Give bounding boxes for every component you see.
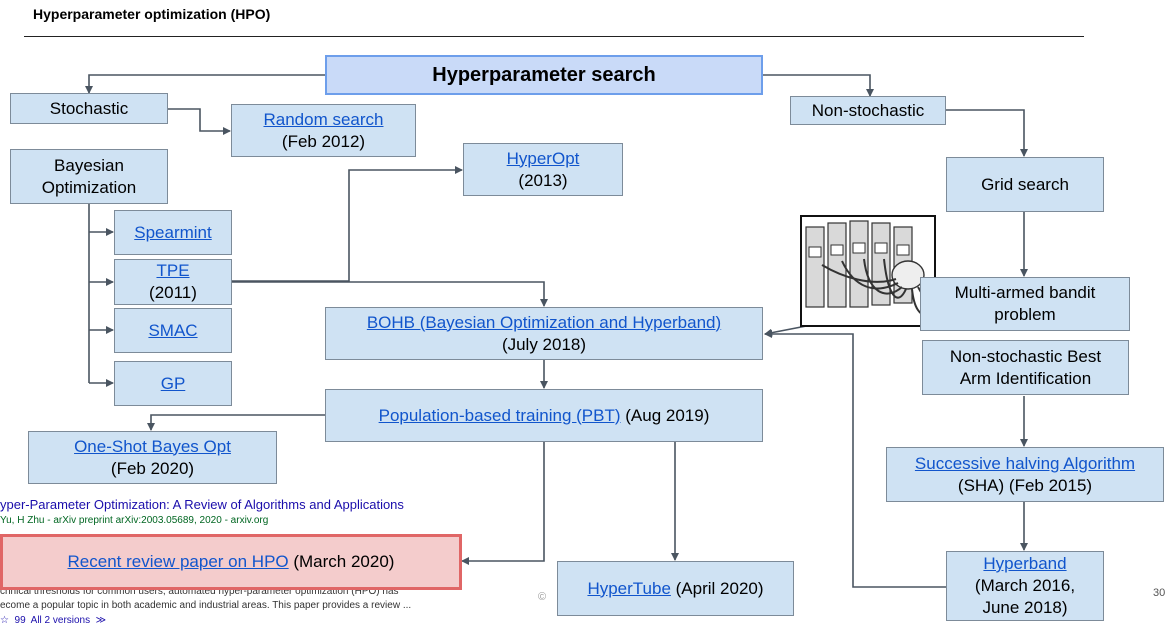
spearmint-box: Spearmint xyxy=(114,210,232,255)
arrow-pbt-to-review xyxy=(461,442,545,565)
pbt-link[interactable]: Population-based training (PBT) xyxy=(378,405,621,425)
best-arm-identification-box: Non-stochastic Best Arm Identification xyxy=(922,340,1129,395)
one-shot-link[interactable]: One-Shot Bayes Opt xyxy=(74,436,231,456)
non-stochastic-label: Non-stochastic xyxy=(811,100,925,120)
grid-search-label: Grid search xyxy=(981,174,1069,194)
grid-search-box: Grid search xyxy=(946,157,1104,212)
hyperparameter-search-box: Hyperparameter search xyxy=(325,55,763,95)
gp-link[interactable]: GP xyxy=(160,373,186,393)
bohb-box: BOHB (Bayesian Optimization and Hyperban… xyxy=(325,307,763,360)
bayesian-optimization-line2: Optimization xyxy=(41,177,137,197)
one-shot-date: (Feb 2020) xyxy=(110,458,195,478)
hyperopt-box: HyperOpt (2013) xyxy=(463,143,623,196)
smac-box: SMAC xyxy=(114,308,232,353)
hyperband-line2: (March 2016, xyxy=(974,576,1076,595)
best-arm-line1: Non-stochastic Best xyxy=(949,346,1102,366)
arrow-stochastic-to-random xyxy=(168,108,231,135)
multi-armed-bandit-line2: problem xyxy=(994,305,1056,324)
bayesian-optimization-box: Bayesian Optimization xyxy=(10,149,168,204)
tpe-box: TPE (2011) xyxy=(114,259,232,305)
title-divider xyxy=(24,36,1084,37)
arrow-tpe-to-hyperopt xyxy=(232,166,463,282)
octopus-cartoon-image xyxy=(800,215,936,327)
copyright-mark: © xyxy=(538,591,547,603)
spearmint-link[interactable]: Spearmint xyxy=(134,222,212,242)
hyperband-link[interactable]: Hyperband xyxy=(983,554,1067,573)
bohb-link[interactable]: BOHB (Bayesian Optimization and Hyperban… xyxy=(366,312,722,332)
hypertube-box: HyperTube (April 2020) xyxy=(557,561,794,616)
arrow-hyperband-to-bohb xyxy=(764,330,946,588)
hyperopt-date: (2013) xyxy=(518,170,568,190)
stochastic-box: Stochastic xyxy=(10,93,168,124)
hypertube-link[interactable]: HyperTube xyxy=(587,578,671,598)
hyperparameter-search-label: Hyperparameter search xyxy=(432,64,656,86)
pbt-box: Population-based training (PBT) (Aug 201… xyxy=(325,389,763,442)
hyperopt-link[interactable]: HyperOpt xyxy=(506,148,580,168)
review-paper-box: Recent review paper on HPO (March 2020) xyxy=(0,534,462,590)
review-paper-date: (March 2020) xyxy=(288,552,395,571)
sha-date: (SHA) (Feb 2015) xyxy=(957,475,1093,495)
snippet-line2: ecome a popular topic in both academic a… xyxy=(0,600,412,611)
best-arm-line2: Arm Identification xyxy=(959,368,1092,388)
slide-number: 30 xyxy=(1153,587,1166,599)
tpe-link[interactable]: TPE xyxy=(156,261,190,280)
page-title: Hyperparameter optimization (HPO) xyxy=(33,6,271,22)
stochastic-label: Stochastic xyxy=(49,98,129,118)
hypertube-date: (April 2020) xyxy=(670,578,764,598)
non-stochastic-box: Non-stochastic xyxy=(790,96,946,125)
arrow-search-to-nonstochastic xyxy=(763,74,874,97)
arrow-pbt-to-oneshot xyxy=(147,414,325,431)
random-search-box: Random search (Feb 2012) xyxy=(231,104,416,157)
sha-box: Successive halving Algorithm (SHA) (Feb … xyxy=(886,447,1164,502)
snippet-authors: Yu, H Zhu - arXiv preprint arXiv:2003.05… xyxy=(0,515,269,526)
review-paper-link[interactable]: Recent review paper on HPO xyxy=(67,552,289,571)
one-shot-box: One-Shot Bayes Opt (Feb 2020) xyxy=(28,431,277,484)
hyperband-box: Hyperband (March 2016, June 2018) xyxy=(946,551,1104,621)
smac-link[interactable]: SMAC xyxy=(148,320,198,340)
random-search-date: (Feb 2012) xyxy=(281,131,366,151)
arrow-nonstochastic-to-grid xyxy=(946,109,1028,157)
multi-armed-bandit-line1: Multi-armed bandit xyxy=(954,283,1096,302)
sha-link[interactable]: Successive halving Algorithm xyxy=(914,453,1136,473)
bohb-date: (July 2018) xyxy=(501,334,587,354)
tpe-date: (2011) xyxy=(149,283,197,302)
bayesian-optimization-line1: Bayesian xyxy=(54,155,124,175)
multi-armed-bandit-box: Multi-armed bandit problem xyxy=(920,277,1130,331)
arrow-tpe-to-bohb xyxy=(232,281,548,307)
arrow-search-to-stochastic xyxy=(85,74,325,94)
gp-box: GP xyxy=(114,361,232,406)
snippet-actions[interactable]: ☆ 99 All 2 versions ≫ xyxy=(0,615,107,626)
hyperband-line3: June 2018) xyxy=(982,598,1068,617)
pbt-date: (Aug 2019) xyxy=(620,405,710,425)
snippet-line1: chnical thresholds for common users, aut… xyxy=(0,586,399,597)
snippet-title[interactable]: yper-Parameter Optimization: A Review of… xyxy=(0,497,404,512)
random-search-link[interactable]: Random search xyxy=(263,109,384,129)
